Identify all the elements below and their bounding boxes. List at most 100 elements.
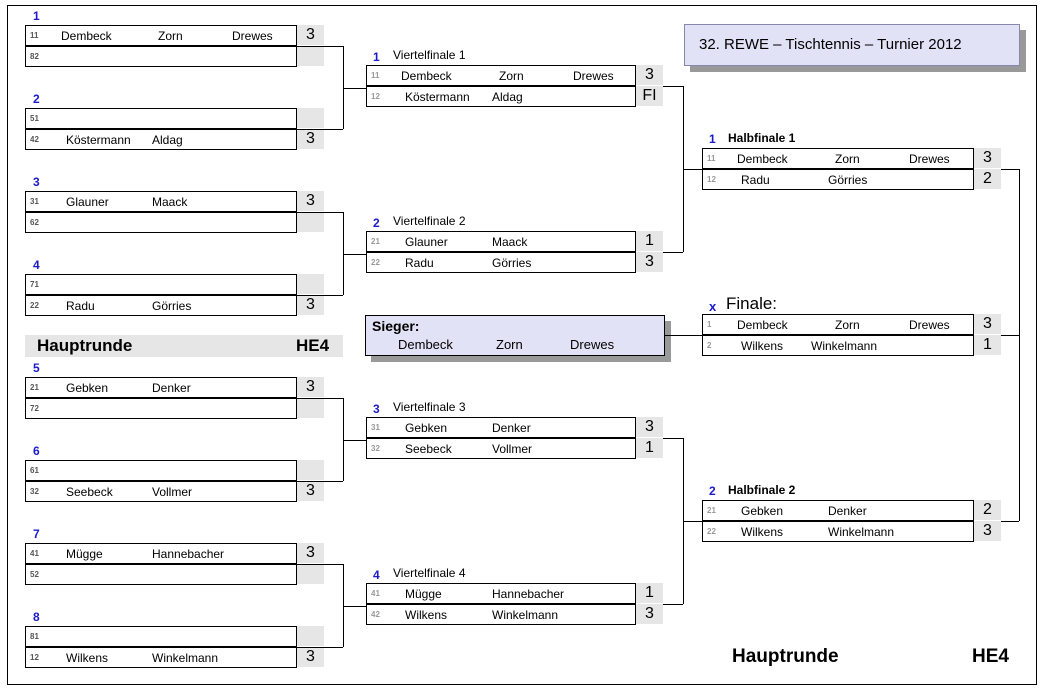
sf-1-top-score: 3 bbox=[974, 148, 1001, 168]
player-name-2: Winkelmann bbox=[828, 525, 895, 539]
winner-player-2: Zorn bbox=[496, 337, 523, 352]
r1-8-top-40,126,220-row: 81 bbox=[25, 626, 297, 647]
r1-7-top-score: 3 bbox=[297, 543, 324, 563]
match-title: Finale: bbox=[726, 294, 778, 313]
player-name-1: Radu bbox=[66, 299, 95, 313]
tournament-title: 32. REWE – Tischtennis – Turnier 2012 bbox=[699, 36, 962, 53]
bracket-line bbox=[663, 604, 683, 605]
player-name-1: Gebken bbox=[741, 504, 784, 518]
player-name-2: Vollmer bbox=[492, 442, 533, 456]
bracket-line bbox=[663, 86, 683, 87]
bracket-line bbox=[297, 129, 343, 130]
match-number: 3 bbox=[33, 175, 40, 189]
sf-2-top-score: 2 bbox=[974, 500, 1001, 520]
player-name-1: Radu bbox=[741, 173, 770, 187]
seed-number: 11 bbox=[30, 31, 39, 40]
match-number: 4 bbox=[373, 568, 380, 582]
seed-number: 12 bbox=[30, 653, 39, 662]
r1-5-bot-score bbox=[297, 398, 324, 418]
r1-3-top-score: 3 bbox=[297, 191, 324, 211]
player-name-1: Seebeck bbox=[405, 442, 452, 456]
match-number: 1 bbox=[33, 9, 40, 23]
match-number: 7 bbox=[33, 527, 40, 541]
bracket-line bbox=[683, 169, 702, 170]
player-name-2: Denker bbox=[152, 381, 191, 395]
player-name-2: Maack bbox=[152, 195, 188, 209]
bracket-line bbox=[343, 440, 366, 441]
match-number: 1 bbox=[373, 50, 380, 64]
bracket-line bbox=[683, 521, 702, 522]
bracket-line bbox=[663, 252, 683, 253]
player-name-2: Zorn bbox=[835, 318, 860, 332]
qf-3-bot-38,125,220-row: 32 Seebeck Vollmer bbox=[366, 438, 636, 459]
bracket-line bbox=[343, 88, 366, 89]
player-name-1: Dembeck bbox=[737, 152, 788, 166]
r1-6-top-40,126,220-row: 61 bbox=[25, 460, 297, 481]
tournament-title-banner: 32. REWE – Tischtennis – Turnier 2012 bbox=[684, 24, 1020, 66]
match-number: 1 bbox=[709, 132, 716, 146]
winner-player-3: Drewes bbox=[570, 337, 615, 352]
seed-number: 72 bbox=[30, 404, 39, 413]
r1-1-bot-score bbox=[297, 46, 324, 66]
winner-box: Sieger: Dembeck Zorn Drewes bbox=[365, 315, 665, 356]
player-name-1: Mügge bbox=[405, 587, 442, 601]
player-name-2: Hannebacher bbox=[152, 547, 225, 561]
player-name-2: Hannebacher bbox=[492, 587, 565, 601]
match-number: 6 bbox=[33, 444, 40, 458]
winner-label: Sieger: bbox=[372, 318, 420, 334]
match-title: Viertelfinale 1 bbox=[393, 48, 466, 62]
seed-number: 12 bbox=[707, 175, 716, 184]
player-name-2: Zorn bbox=[158, 29, 183, 43]
match-number: 3 bbox=[373, 402, 380, 416]
player-name-1: Radu bbox=[405, 256, 434, 270]
player-name-1: Seebeck bbox=[66, 485, 113, 499]
player-name-2: Zorn bbox=[499, 69, 524, 83]
r1-3-bot-40,126,220-row: 62 bbox=[25, 212, 297, 233]
player-name-2: Denker bbox=[828, 504, 867, 518]
r1-2-top-40,126,220-row: 51 bbox=[25, 108, 297, 129]
bracket-line bbox=[297, 647, 343, 648]
player-name-3: Drewes bbox=[232, 29, 273, 43]
round-label-left: Hauptrunde bbox=[37, 336, 133, 355]
r1-4-bot-score: 3 bbox=[297, 295, 324, 315]
bracket-line bbox=[343, 564, 344, 647]
round-label-bar bbox=[25, 335, 343, 357]
seed-number: 31 bbox=[30, 197, 39, 206]
player-name-3: Drewes bbox=[909, 152, 950, 166]
class-label-left: HE4 bbox=[296, 336, 330, 355]
seed-number: 32 bbox=[371, 444, 380, 453]
bracket-line bbox=[343, 46, 344, 129]
seed-number: 2 bbox=[707, 341, 712, 350]
r1-7-bot-40,126,220-row: 52 bbox=[25, 564, 297, 585]
sf-1-bot-score: 2 bbox=[974, 169, 1001, 189]
r1-2-top-score bbox=[297, 108, 324, 128]
qf-4-top-score: 1 bbox=[636, 583, 663, 603]
r1-1-top-score: 3 bbox=[297, 25, 324, 45]
qf-2-bot-score: 3 bbox=[636, 252, 663, 272]
match-title: Viertelfinale 2 bbox=[393, 214, 466, 228]
player-name-2: Aldag bbox=[492, 90, 523, 104]
qf-4-bot-score: 3 bbox=[636, 604, 663, 624]
player-name-2: Görries bbox=[492, 256, 532, 270]
player-name-1: Wilkens bbox=[741, 525, 784, 539]
final-top-score: 3 bbox=[974, 314, 1001, 334]
match-number: 2 bbox=[709, 484, 716, 498]
r1-6-top-score bbox=[297, 460, 324, 480]
r1-4-top-score bbox=[297, 274, 324, 294]
seed-number: 42 bbox=[30, 135, 39, 144]
final-bot-score: 1 bbox=[974, 335, 1001, 355]
player-name-2: Görries bbox=[828, 173, 868, 187]
seed-number: 71 bbox=[30, 280, 39, 289]
